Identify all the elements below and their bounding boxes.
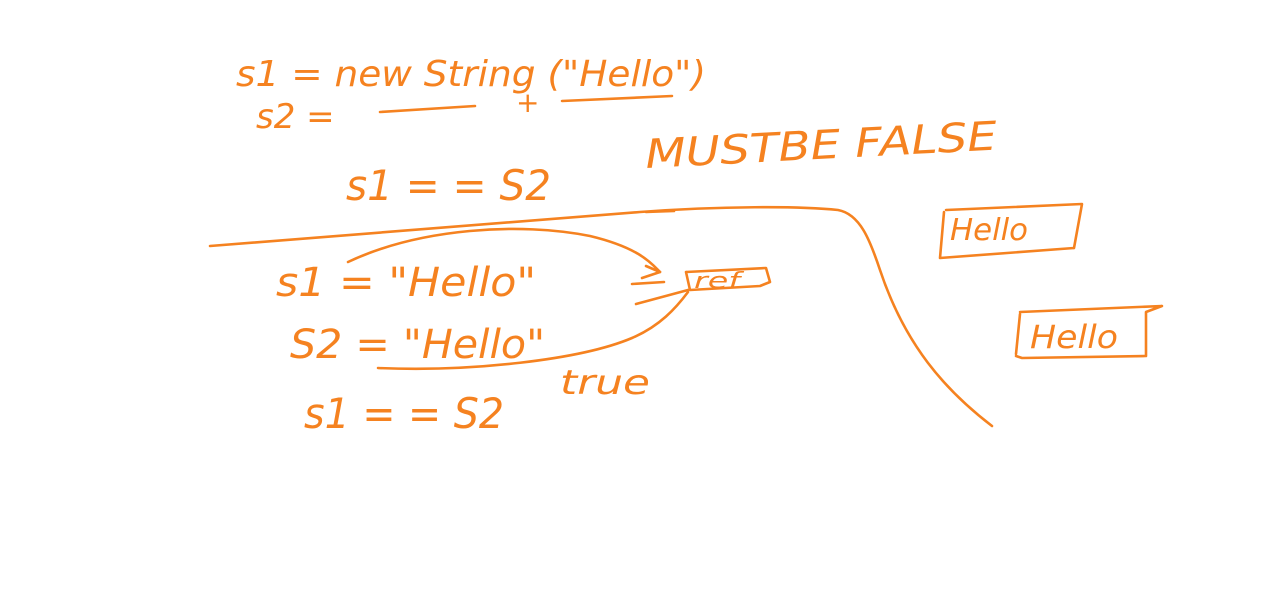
s1-literal-text: s1 = "Hello"	[276, 260, 536, 306]
s2-arrow-curve	[376, 290, 690, 371]
blank-line-right	[560, 94, 674, 103]
ref-box-pointer-2	[634, 288, 690, 306]
hello-box-top-text: Hello	[950, 213, 1028, 248]
s1-arrow-loop	[346, 227, 662, 274]
compare-1-text: s1 = = S2	[346, 161, 551, 210]
compare-2-text: s1 = = S2	[304, 389, 504, 438]
s1-arrow-head	[640, 264, 662, 280]
s2-assign-text: s2 =	[256, 97, 335, 137]
blank-line-left	[378, 104, 477, 114]
plus-sign-text: +	[516, 86, 539, 119]
ref-box-text: ref	[694, 269, 745, 294]
ref-box-frame	[684, 266, 772, 292]
divider-curve-line	[208, 205, 994, 428]
ref-box-pointer-1	[630, 280, 666, 286]
s2-literal-text: S2 = "Hello"	[290, 322, 545, 368]
s1-new-string-text: s1 = new String ("Hello")	[236, 54, 706, 95]
hello-box-top-frame	[938, 202, 1084, 260]
result-false-text: MUSTBE FALSE	[644, 114, 999, 178]
hello-box-bottom-frame	[1014, 304, 1164, 360]
divider-tick	[644, 209, 676, 214]
result-true-text: true	[560, 363, 650, 403]
hello-box-bottom-text: Hello	[1030, 318, 1118, 356]
